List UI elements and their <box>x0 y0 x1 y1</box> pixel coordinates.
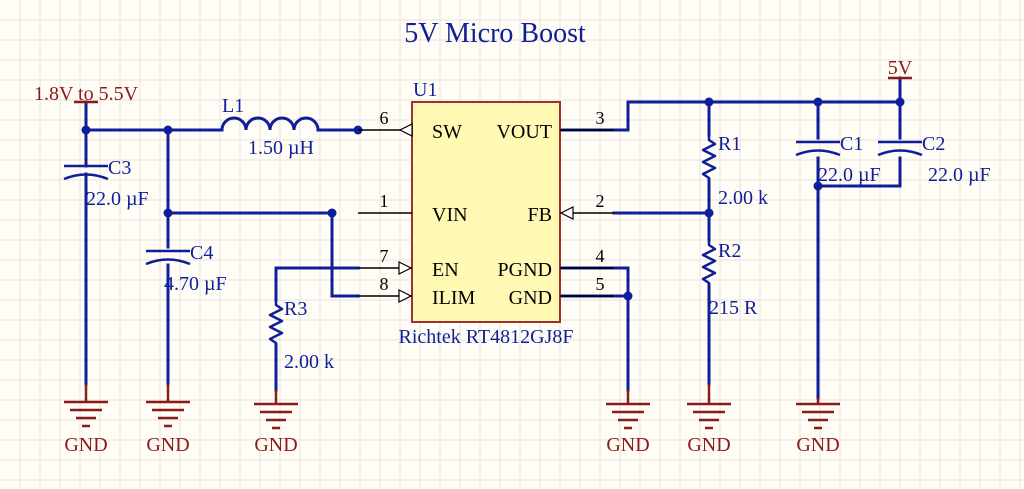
junction-dot <box>163 208 173 218</box>
c4-value: 4.70 µF <box>164 273 227 295</box>
gnd-label: GND <box>687 434 730 456</box>
r1-ref: R1 <box>718 133 741 155</box>
resistor-zigzag <box>701 240 717 285</box>
junction-dot <box>895 97 905 107</box>
junction-dot <box>704 208 714 218</box>
cap-plate-curved <box>145 258 191 266</box>
pin-number: 7 <box>380 246 389 266</box>
junction-dot <box>704 97 714 107</box>
pin-7-arrow <box>398 261 413 275</box>
pin-name-ilim: ILIM <box>432 287 476 309</box>
power-port-5v[interactable]: 5V <box>888 57 913 80</box>
pin-8-arrow <box>398 289 413 303</box>
gnd-symbol[interactable]: GND <box>146 384 190 456</box>
pin-name-pgnd: PGND <box>498 259 552 281</box>
ic-body <box>411 101 561 323</box>
junction-dot <box>163 125 173 135</box>
capacitor-c1[interactable]: C1 22.0 µF <box>795 133 881 186</box>
gnd-label: GND <box>146 434 189 456</box>
gnd-label: GND <box>254 434 297 456</box>
gnd-label: GND <box>796 434 839 456</box>
pin-name-vout: VOUT <box>496 121 552 143</box>
ic-ref: U1 <box>413 79 437 101</box>
c1-value: 22.0 µF <box>818 164 881 186</box>
resistor-zigzag <box>268 300 284 345</box>
vout-label: 5V <box>888 57 913 79</box>
r2-value: 215 R <box>709 297 758 319</box>
r3-ref: R3 <box>284 298 307 320</box>
gnd-symbol[interactable]: GND <box>796 398 840 456</box>
ic-part-number: Richtek RT4812GJ8F <box>399 326 574 348</box>
resistor-r1[interactable]: R1 2.00 k <box>701 133 768 209</box>
capacitor-c3[interactable]: C3 22.0 µF <box>63 156 149 210</box>
pin-2-arrow <box>559 206 574 220</box>
l1-value: 1.50 µH <box>248 137 314 159</box>
c2-value: 22.0 µF <box>928 164 991 186</box>
junctions <box>81 97 905 301</box>
pin-number: 6 <box>380 108 389 128</box>
gnd-label: GND <box>606 434 649 456</box>
junction-dot <box>813 181 823 191</box>
vin-label: 1.8V to 5.5V <box>34 83 139 105</box>
junction-dot <box>81 125 91 135</box>
cap-plate-curved <box>795 149 841 157</box>
pin-number: 8 <box>380 274 389 294</box>
inductor-coil <box>220 116 320 131</box>
inductor-l1[interactable]: L1 1.50 µH <box>220 95 320 159</box>
c3-ref: C3 <box>108 157 131 179</box>
capacitor-c2[interactable]: C2 22.0 µF <box>877 133 991 186</box>
pin-name-en: EN <box>432 259 459 281</box>
pin-number: 2 <box>596 191 605 211</box>
schematic-title: 5V Micro Boost <box>404 18 586 49</box>
pin-number: 3 <box>596 108 605 128</box>
c1-ref: C1 <box>840 133 863 155</box>
power-port-vin[interactable]: 1.8V to 5.5V <box>34 83 139 105</box>
c4-ref: C4 <box>190 242 213 264</box>
cap-plate-curved <box>877 149 923 157</box>
pin-number: 4 <box>596 246 605 266</box>
ic-u1[interactable]: U1 Richtek RT4812GJ8F 6 1 7 8 3 2 4 5 SW… <box>358 79 614 348</box>
resistor-r3[interactable]: R3 2.00 k <box>268 298 334 373</box>
junction-dot <box>623 291 633 301</box>
l1-ref: L1 <box>222 95 244 117</box>
pin-name-vin: VIN <box>432 204 468 226</box>
pin-name-sw: SW <box>432 121 462 143</box>
gnd-symbol[interactable]: GND <box>687 384 731 456</box>
junction-dot <box>327 208 337 218</box>
pin-name-gnd: GND <box>509 287 552 309</box>
resistor-zigzag <box>701 135 717 180</box>
gnd-symbol[interactable]: GND <box>254 390 298 456</box>
resistor-r2[interactable]: R2 215 R <box>701 240 758 319</box>
r2-ref: R2 <box>718 240 741 262</box>
r1-value: 2.00 k <box>718 187 768 209</box>
capacitor-c4[interactable]: C4 4.70 µF <box>145 242 227 295</box>
c3-value: 22.0 µF <box>86 188 149 210</box>
pin-6-arrow <box>398 123 413 137</box>
pin-name-fb: FB <box>528 204 552 226</box>
gnd-label: GND <box>64 434 107 456</box>
gnd-symbol[interactable]: GND <box>606 390 650 456</box>
r3-value: 2.00 k <box>284 351 334 373</box>
pin-number: 1 <box>380 191 389 211</box>
junction-dot <box>813 97 823 107</box>
pin-number: 5 <box>596 274 605 294</box>
gnd-symbol[interactable]: GND <box>64 384 108 456</box>
c2-ref: C2 <box>922 133 945 155</box>
